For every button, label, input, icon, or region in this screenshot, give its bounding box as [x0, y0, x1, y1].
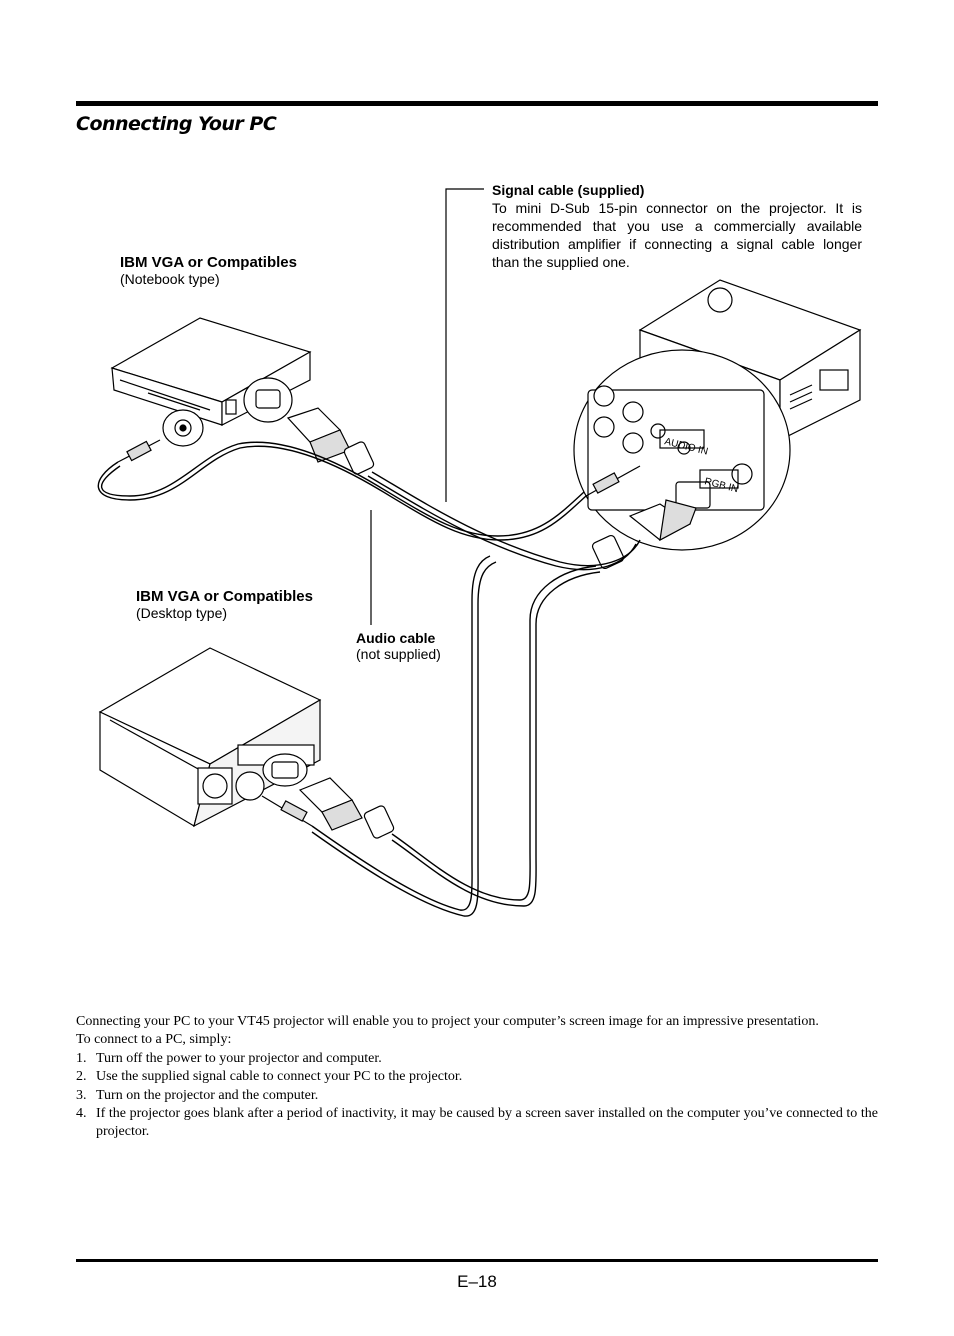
desktop-ports: [235, 753, 308, 801]
step-item: 4.If the projector goes blank after a pe…: [76, 1106, 878, 1140]
desktop-audio-plug: [261, 795, 313, 827]
signal-cable-label-body: To mini D-Sub 15-pin connector on the pr…: [492, 200, 862, 270]
signal-cable-label-title: Signal cable (supplied): [492, 182, 645, 198]
notebook-label-title: IBM VGA or Compatibles: [120, 254, 297, 271]
signal-leader-line: [445, 188, 484, 502]
audio-cable-label: Audio cable (not supplied): [356, 630, 441, 662]
notebook-vga-port: [243, 377, 293, 423]
steps-list: 1.Turn off the power to your projector a…: [76, 1050, 878, 1142]
step-item: 3.Turn on the projector and the computer…: [76, 1087, 319, 1103]
projector-audio-plug: [585, 465, 641, 497]
notebook-label-sub: (Notebook type): [120, 271, 220, 287]
desktop-label-sub: (Desktop type): [136, 605, 228, 621]
step-item: 1.Turn off the power to your projector a…: [76, 1050, 382, 1066]
notebook-audio-port: [162, 409, 204, 447]
desktop-label-title: IBM VGA or Compatibles: [136, 588, 313, 605]
intro-paragraph: Connecting your PC to your VT45 projecto…: [76, 1014, 819, 1029]
audio-cable-notebook: [97, 441, 587, 541]
top-rule: [76, 101, 878, 106]
bottom-rule: [76, 1259, 878, 1262]
signal-cable-notebook: [367, 471, 641, 571]
signal-cable-label: Signal cable (supplied) To mini D-Sub 15…: [492, 181, 862, 271]
page-number: E–18: [457, 1272, 497, 1291]
page-title: Connecting Your PC: [76, 113, 277, 135]
notebook-vga-plug: [286, 407, 375, 475]
instructions: Connecting your PC to your VT45 projecto…: [76, 1013, 878, 1142]
audio-cable-label-title: Audio cable: [356, 630, 436, 646]
lead-line: To connect to a PC, simply:: [76, 1032, 232, 1048]
notebook-audio-plug: [117, 439, 161, 463]
notebook-computer: [110, 317, 312, 426]
desktop-vga-plug: [298, 777, 395, 839]
notebook-label: IBM VGA or Compatibles (Notebook type): [120, 254, 297, 287]
connection-diagram: AUDIO IN RGB IN: [97, 188, 862, 917]
audio-cable-label-sub: (not supplied): [356, 646, 441, 662]
projector-connector-panel: [573, 349, 791, 551]
desktop-computer: [98, 647, 322, 828]
signal-cable-desktop: [391, 565, 601, 907]
desktop-label: IBM VGA or Compatibles (Desktop type): [136, 588, 313, 621]
step-item: 2.Use the supplied signal cable to conne…: [76, 1069, 463, 1085]
audio-cable-desktop: [311, 555, 497, 917]
